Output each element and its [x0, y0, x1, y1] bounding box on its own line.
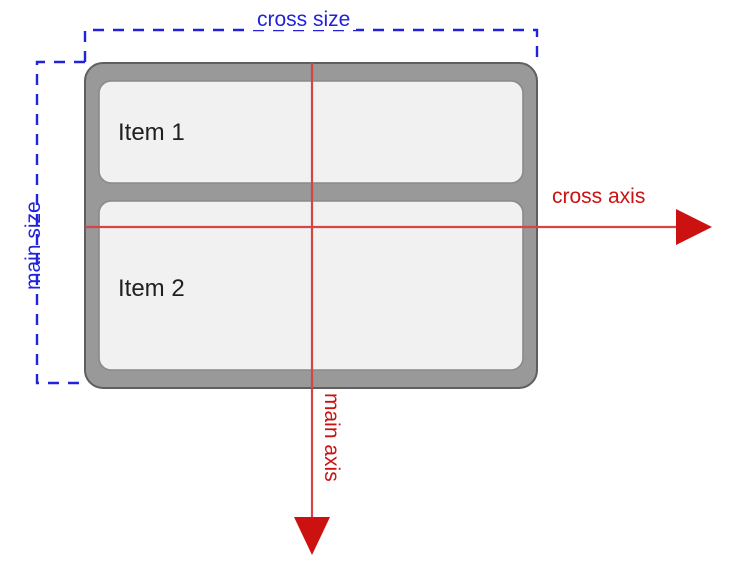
cross-size-bracket: [83, 28, 539, 62]
main-size-bracket-path: [35, 60, 85, 385]
flex-item-1-label: Item 1: [118, 119, 185, 146]
cross-size-label: cross size: [251, 9, 357, 30]
main-axis-arrow: [294, 63, 330, 555]
main-axis-label: main axis: [320, 393, 343, 482]
flex-item-2-label: Item 2: [118, 275, 185, 302]
cross-size-bracket-path: [83, 28, 539, 62]
cross-axis-label: cross axis: [552, 185, 646, 208]
main-axis-arrowhead: [294, 517, 330, 555]
cross-axis-arrowhead: [676, 209, 712, 245]
cross-axis-arrow: [85, 209, 712, 245]
main-size-label: main size: [22, 201, 45, 290]
main-size-bracket: [35, 60, 85, 385]
